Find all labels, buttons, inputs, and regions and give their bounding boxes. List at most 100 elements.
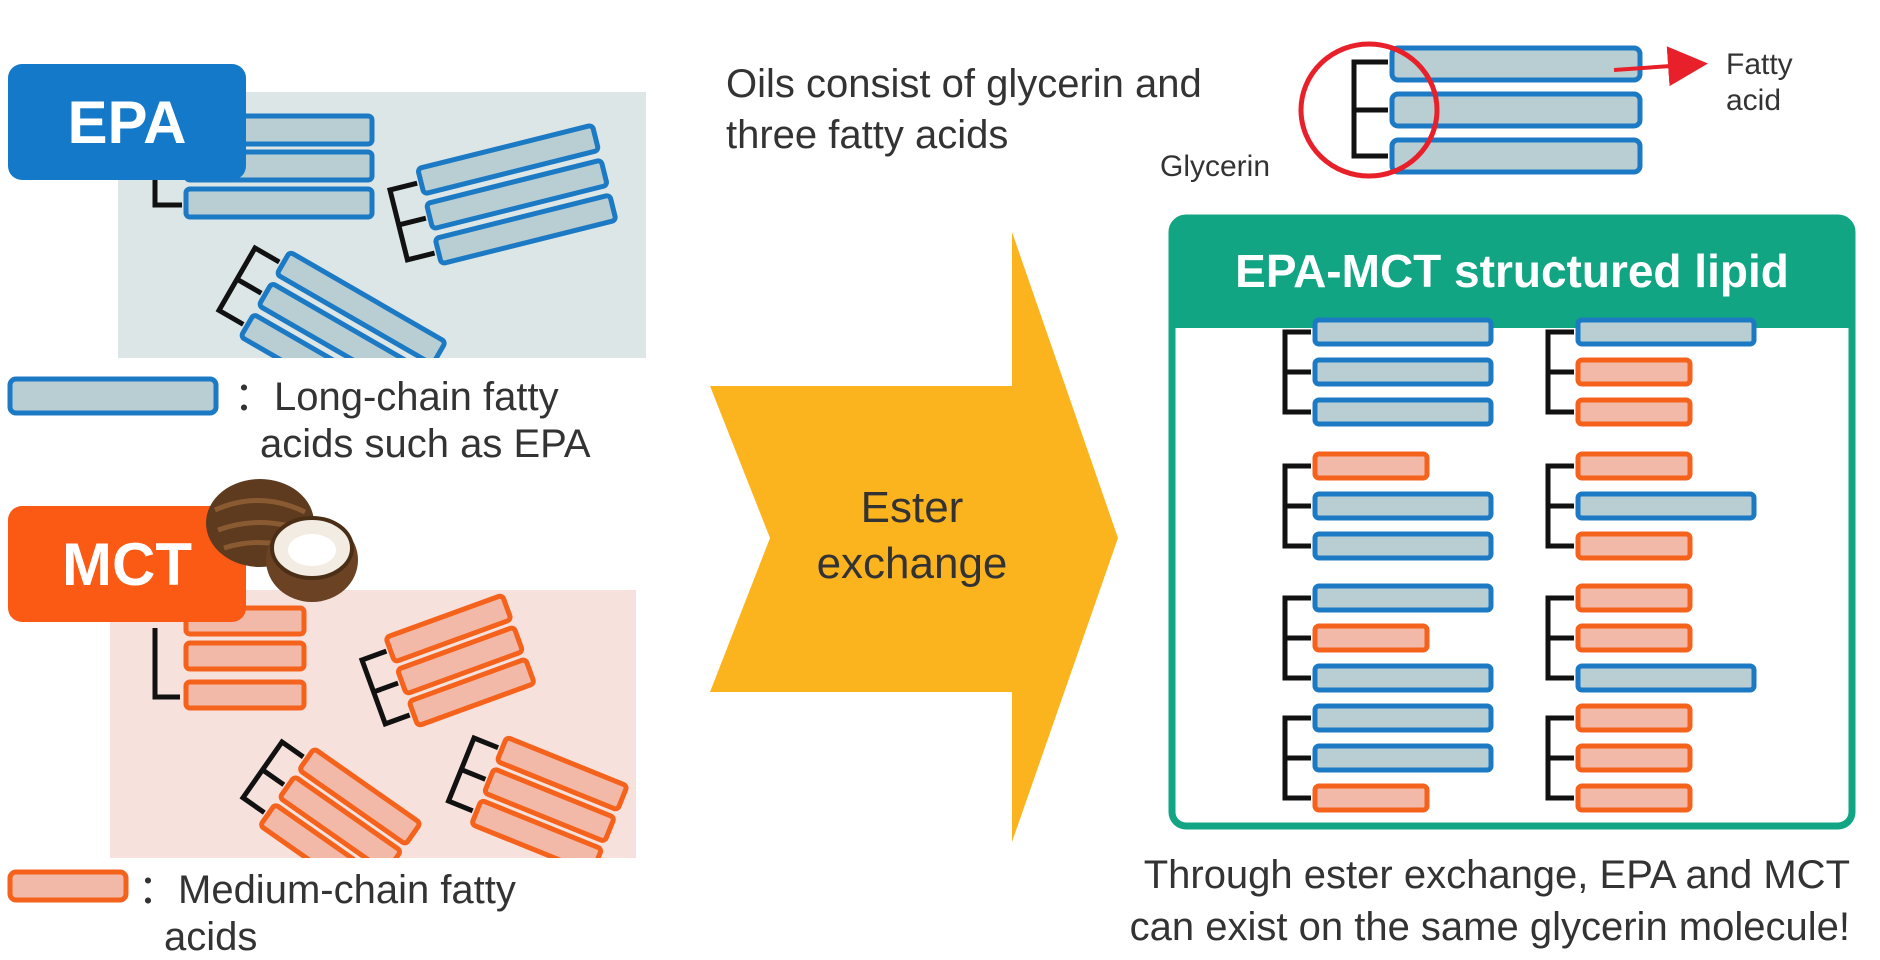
medium-chain-fatty-acid [1575,531,1693,561]
long-chain-fatty-acid [1312,357,1494,387]
structured-lipid-molecule [1545,317,1757,427]
medium-chain-fatty-acid [1312,783,1430,813]
ester-exchange-label-line-2: exchange [817,539,1008,588]
long-chain-fatty-acid [424,158,609,231]
medium-chain-fatty-acid [183,679,307,711]
coconut-icon [206,479,358,602]
glycerin-backbone [1282,463,1311,549]
fatty-acid-label-line-2: acid [1726,84,1781,117]
medium-chain-legend-swatch [7,869,129,903]
long-chain-fatty-acid [239,313,411,358]
glycerin-backbone [445,734,500,814]
medium-chain-fatty-acid [1575,783,1693,813]
medium-chain-fatty-acid [470,798,604,858]
glycerin-backbone [1351,59,1388,159]
structured-lipid-molecule [1282,703,1494,813]
long-chain-legend-swatch [7,376,219,416]
medium-chain-legend-line-2: acids [164,915,257,959]
glycerin-backbone [1545,463,1574,549]
fatty-acid-pointer-arrow [1613,46,1708,87]
epa-molecule-3 [215,244,447,358]
glycerin-backbone [215,244,281,327]
glycerin-label: Glycerin [1160,150,1270,183]
glycerin-backbone [1545,715,1574,801]
oils-caption-line-2: three fatty acids [726,113,1008,157]
long-chain-fatty-acid [1312,743,1494,773]
structured-lipid-molecule [1282,583,1494,693]
long-chain-fatty-acid [416,123,601,196]
long-chain-fatty-acid [1575,317,1757,347]
glycerin-backbone [386,180,436,263]
long-chain-fatty-acid [183,186,375,220]
glycerin-backbone [1282,329,1311,415]
ester-exchange-arrow [710,232,1118,842]
mct-molecule-4 [445,734,629,858]
glycerin-backbone [1282,715,1311,801]
medium-chain-fatty-acid [1575,623,1693,653]
structured-lipid-header [1172,218,1852,328]
bottom-caption-line-2: can exist on the same glycerin molecule! [1130,905,1850,949]
medium-chain-fatty-acid [396,625,525,696]
glycerin-backbone [239,738,305,815]
long-chain-fatty-acid [1312,663,1494,693]
long-chain-fatty-acid [1575,491,1757,521]
medium-chain-fatty-acid [1575,451,1693,481]
medium-chain-fatty-acid [1575,743,1693,773]
medium-chain-fatty-acid [1312,451,1430,481]
bottom-caption-line-1: Through ester exchange, EPA and MCT [1144,853,1850,897]
medium-chain-legend-line-1: ：Medium-chain fatty [138,868,516,912]
medium-chain-fatty-acid [183,640,307,672]
long-chain-fatty-acid [1312,491,1494,521]
medium-chain-fatty-acid [298,747,422,846]
fatty-acid-label-line-1: Fatty [1726,48,1793,81]
medium-chain-fatty-acid [482,767,616,843]
medium-chain-fatty-acid [278,775,402,858]
long-chain-fatty-acid [1312,583,1494,613]
structured-lipid-molecule [1282,451,1494,561]
mct-triglycerides [152,593,629,858]
triglyceride-structure-example [1298,41,1708,179]
long-chain-legend-line-2: acids such as EPA [260,422,591,466]
medium-chain-fatty-acid [495,735,629,812]
mct-badge [8,506,246,622]
structured-lipid-title: EPA-MCT structured lipid [1235,245,1789,297]
glycerin-backbone [358,648,411,728]
long-chain-fatty-acid [1389,91,1643,129]
medium-chain-fatty-acid [1575,703,1693,733]
medium-chain-fatty-acid [259,803,383,858]
glycerin-backbone [152,628,180,700]
oils-caption-line-1: Oils consist of glycerin and [726,62,1202,106]
glycerin-highlight-circle [1298,41,1440,179]
long-chain-fatty-acid [1389,45,1643,83]
mct-molecule-3 [239,738,422,858]
epa-molecule-2 [386,123,618,266]
long-chain-fatty-acid [1389,137,1643,175]
ester-exchange-label-line-1: Ester [861,483,964,532]
long-chain-fatty-acid [1575,663,1757,693]
medium-chain-fatty-acid [1575,357,1693,387]
glycerin-backbone [1545,595,1574,681]
epa-badge-label: EPA [68,89,187,156]
long-chain-legend-line-1: ：Long-chain fatty [234,375,559,419]
structured-lipid-molecule [1545,451,1757,561]
long-chain-fatty-acid [433,193,618,266]
long-chain-fatty-acid [257,282,429,358]
mct-molecule-2 [358,593,536,728]
long-chain-fatty-acid [1312,397,1494,427]
medium-chain-fatty-acid [407,657,536,728]
structured-lipid-molecule [1282,317,1494,427]
long-chain-fatty-acid [1312,531,1494,561]
medium-chain-fatty-acid [1575,583,1693,613]
medium-chain-fatty-acid [384,593,513,664]
glycerin-backbone [1282,595,1311,681]
medium-chain-fatty-acid [1575,397,1693,427]
structured-lipid-molecule [1545,583,1757,693]
long-chain-fatty-acid [1312,703,1494,733]
epa-badge [8,64,246,180]
long-chain-fatty-acid [1312,317,1494,347]
structured-lipid-molecules [1282,317,1757,813]
glycerin-backbone [1545,329,1574,415]
medium-chain-fatty-acid [1312,623,1430,653]
mct-badge-label: MCT [62,531,192,598]
